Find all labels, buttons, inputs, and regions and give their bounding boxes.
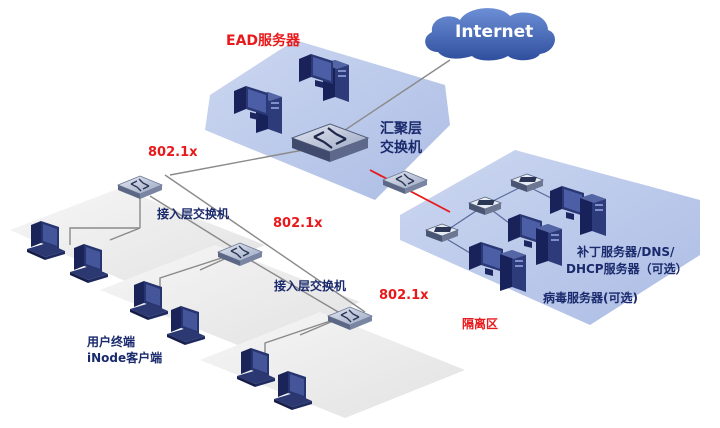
- aggregation-switch-icon: [290, 123, 370, 162]
- quarantine-zone-label: 隔离区: [462, 317, 499, 331]
- antivirus-server-label: 病毒服务器(可选): [543, 291, 638, 305]
- access-switch-label: 接入层交换机: [157, 207, 230, 221]
- user-terminal-label-line2: iNode客户端: [87, 351, 163, 365]
- server-tower-icon: [500, 250, 526, 292]
- aggregation-switch-label-line2: 交换机: [380, 140, 422, 156]
- aggregation-switch-label-line1: 汇聚层: [380, 121, 422, 137]
- dot1x-label: 802.1x: [148, 145, 198, 160]
- dot1x-label: 802.1x: [273, 216, 323, 231]
- access-switch-label: 接入层交换机: [274, 279, 347, 293]
- patch-server-label-line1: 补丁服务器/DNS/: [577, 245, 675, 259]
- server-tower-icon: [580, 194, 606, 236]
- internet-label: Internet: [455, 22, 534, 42]
- patch-server-label-line2: DHCP服务器（可选）: [566, 262, 688, 276]
- cloud-icon: [425, 8, 555, 61]
- ead-server-label: EAD服务器: [226, 33, 301, 49]
- core-zone: [205, 40, 450, 200]
- terminal-panel: [200, 312, 465, 418]
- dot1x-label: 802.1x: [379, 288, 429, 303]
- server-tower-icon: [536, 224, 562, 266]
- user-terminal-label-line1: 用户终端: [87, 335, 136, 349]
